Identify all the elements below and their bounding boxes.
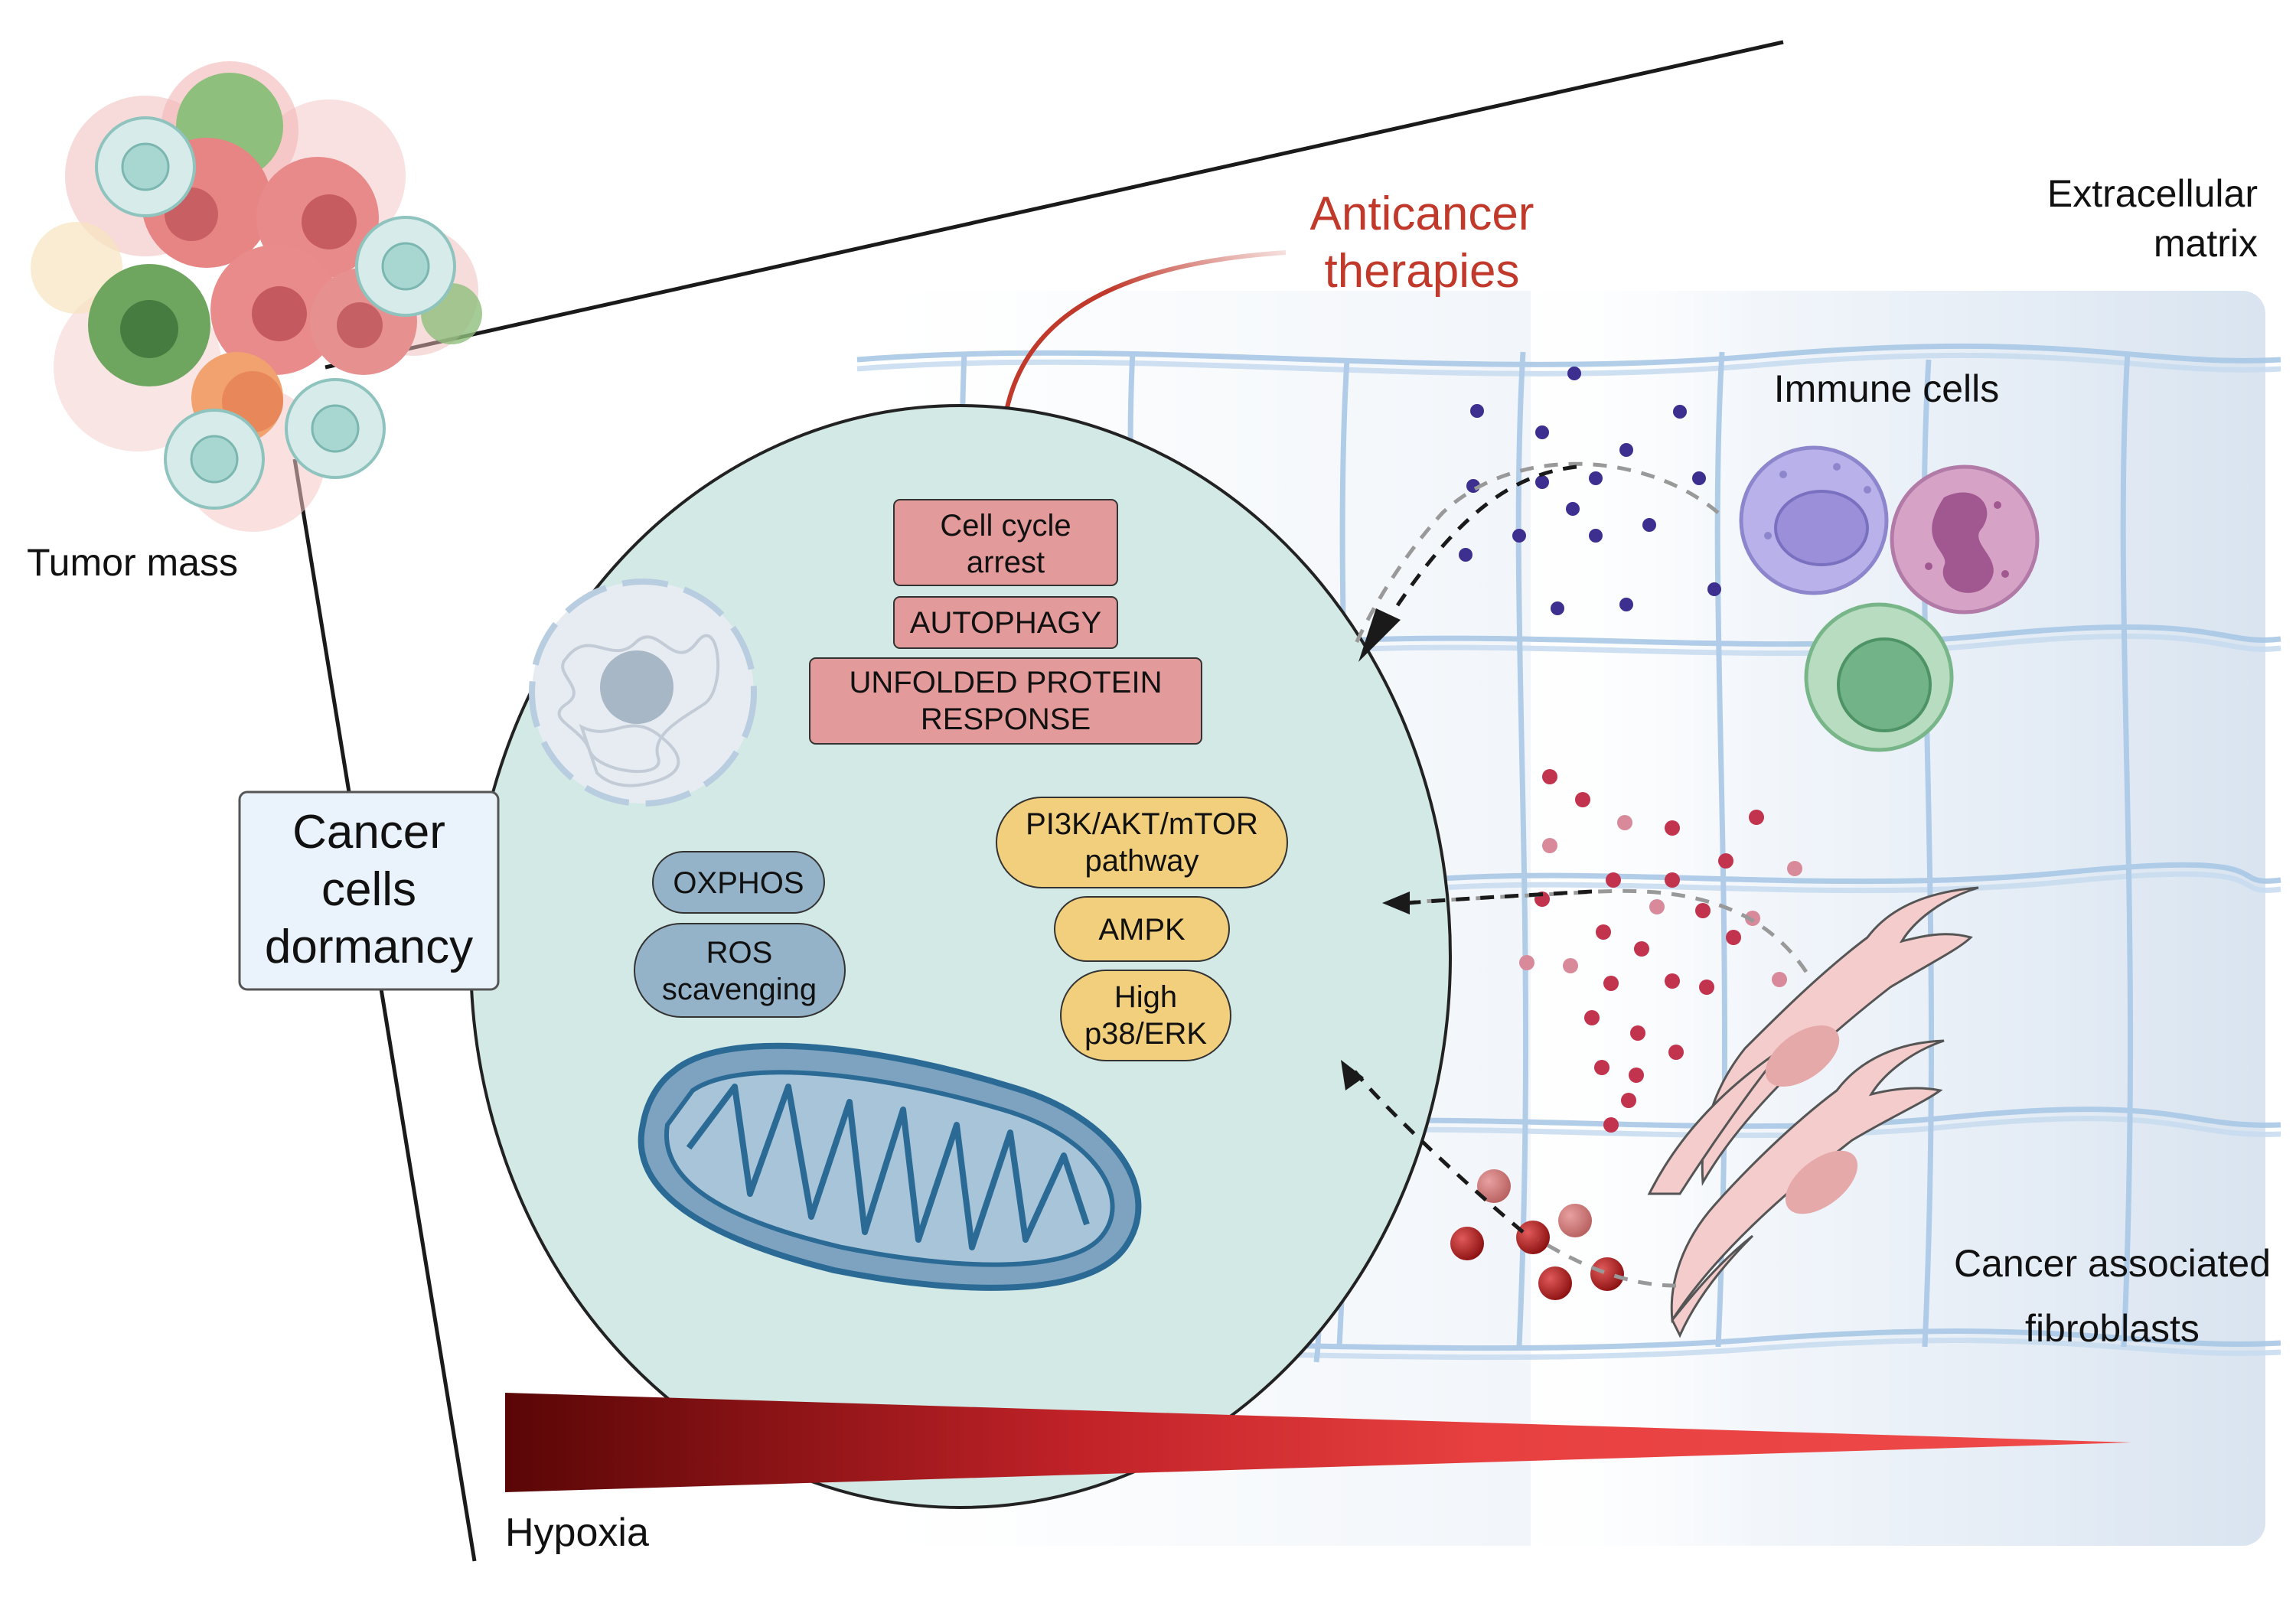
hypoxia-gradient — [505, 1393, 2131, 1492]
tumor-mass-label: Tumor mass — [27, 541, 238, 584]
yellow-pill-pi3k-akt-mtor: PI3K/AKT/mTOR pathway — [996, 797, 1288, 888]
cancer-associated-fibroblasts — [1647, 886, 1979, 1338]
svg-text:cells: cells — [321, 863, 416, 916]
svg-text:dormancy: dormancy — [265, 921, 473, 973]
ecm-label-line2: matrix — [2154, 222, 2258, 265]
zoom-lines — [292, 40, 1784, 1562]
svg-text:arrest: arrest — [967, 546, 1045, 579]
svg-text:AUTOPHAGY: AUTOPHAGY — [910, 606, 1101, 640]
therapy-label-line1: Anticancer — [1310, 187, 1534, 240]
svg-text:AMPK: AMPK — [1098, 913, 1186, 947]
therapy-label-line2: therapies — [1324, 245, 1519, 298]
mitochondrion — [638, 1042, 1142, 1291]
blue-pill-oxphos: OXPHOS — [652, 851, 825, 914]
tumor-mass — [31, 61, 482, 532]
yellow-pill-high-p38-erk: High p38/ERK — [1060, 970, 1231, 1061]
red-box-unfolded-protein-response: UNFOLDED PROTEIN RESPONSE — [809, 657, 1202, 745]
immune-cells — [1739, 445, 2040, 752]
extracellular-vesicles — [1450, 1169, 1624, 1300]
svg-text:Cancer: Cancer — [292, 806, 445, 859]
svg-text:High: High — [1114, 980, 1177, 1014]
svg-text:pathway: pathway — [1085, 844, 1199, 878]
svg-text:PI3K/AKT/mTOR: PI3K/AKT/mTOR — [1026, 807, 1258, 841]
svg-text:UNFOLDED PROTEIN: UNFOLDED PROTEIN — [850, 666, 1163, 699]
yellow-pill-ampk: AMPK — [1054, 896, 1230, 962]
fibroblast-secreted-factors — [1519, 769, 1802, 1133]
caf-label-line2: fibroblasts — [2025, 1307, 2200, 1350]
ecm-label-line1: Extracellular — [2047, 172, 2258, 215]
svg-text:Cell cycle: Cell cycle — [940, 509, 1071, 543]
red-box-cell-cycle-arrest: Cell cycle arrest — [893, 499, 1118, 586]
ecm-panel — [1485, 291, 2265, 1546]
hypoxia-label: Hypoxia — [505, 1511, 649, 1555]
svg-text:OXPHOS: OXPHOS — [673, 866, 804, 900]
immune-cells-label: Immune cells — [1774, 367, 2000, 410]
immune-secreted-factors — [1459, 367, 1721, 615]
svg-text:ROS: ROS — [706, 936, 773, 970]
red-box-autophagy: AUTOPHAGY — [893, 596, 1118, 649]
dormancy-label-box: Cancer cells dormancy — [238, 790, 500, 991]
blue-pill-ros-scavenging: ROS scavenging — [634, 923, 846, 1018]
signaling-arrows — [1341, 461, 1808, 1288]
caf-label-line1: Cancer associated — [1954, 1242, 2271, 1285]
svg-text:scavenging: scavenging — [662, 973, 817, 1006]
svg-text:p38/ERK: p38/ERK — [1084, 1017, 1207, 1051]
nucleus — [529, 579, 757, 807]
svg-text:RESPONSE: RESPONSE — [921, 702, 1091, 736]
